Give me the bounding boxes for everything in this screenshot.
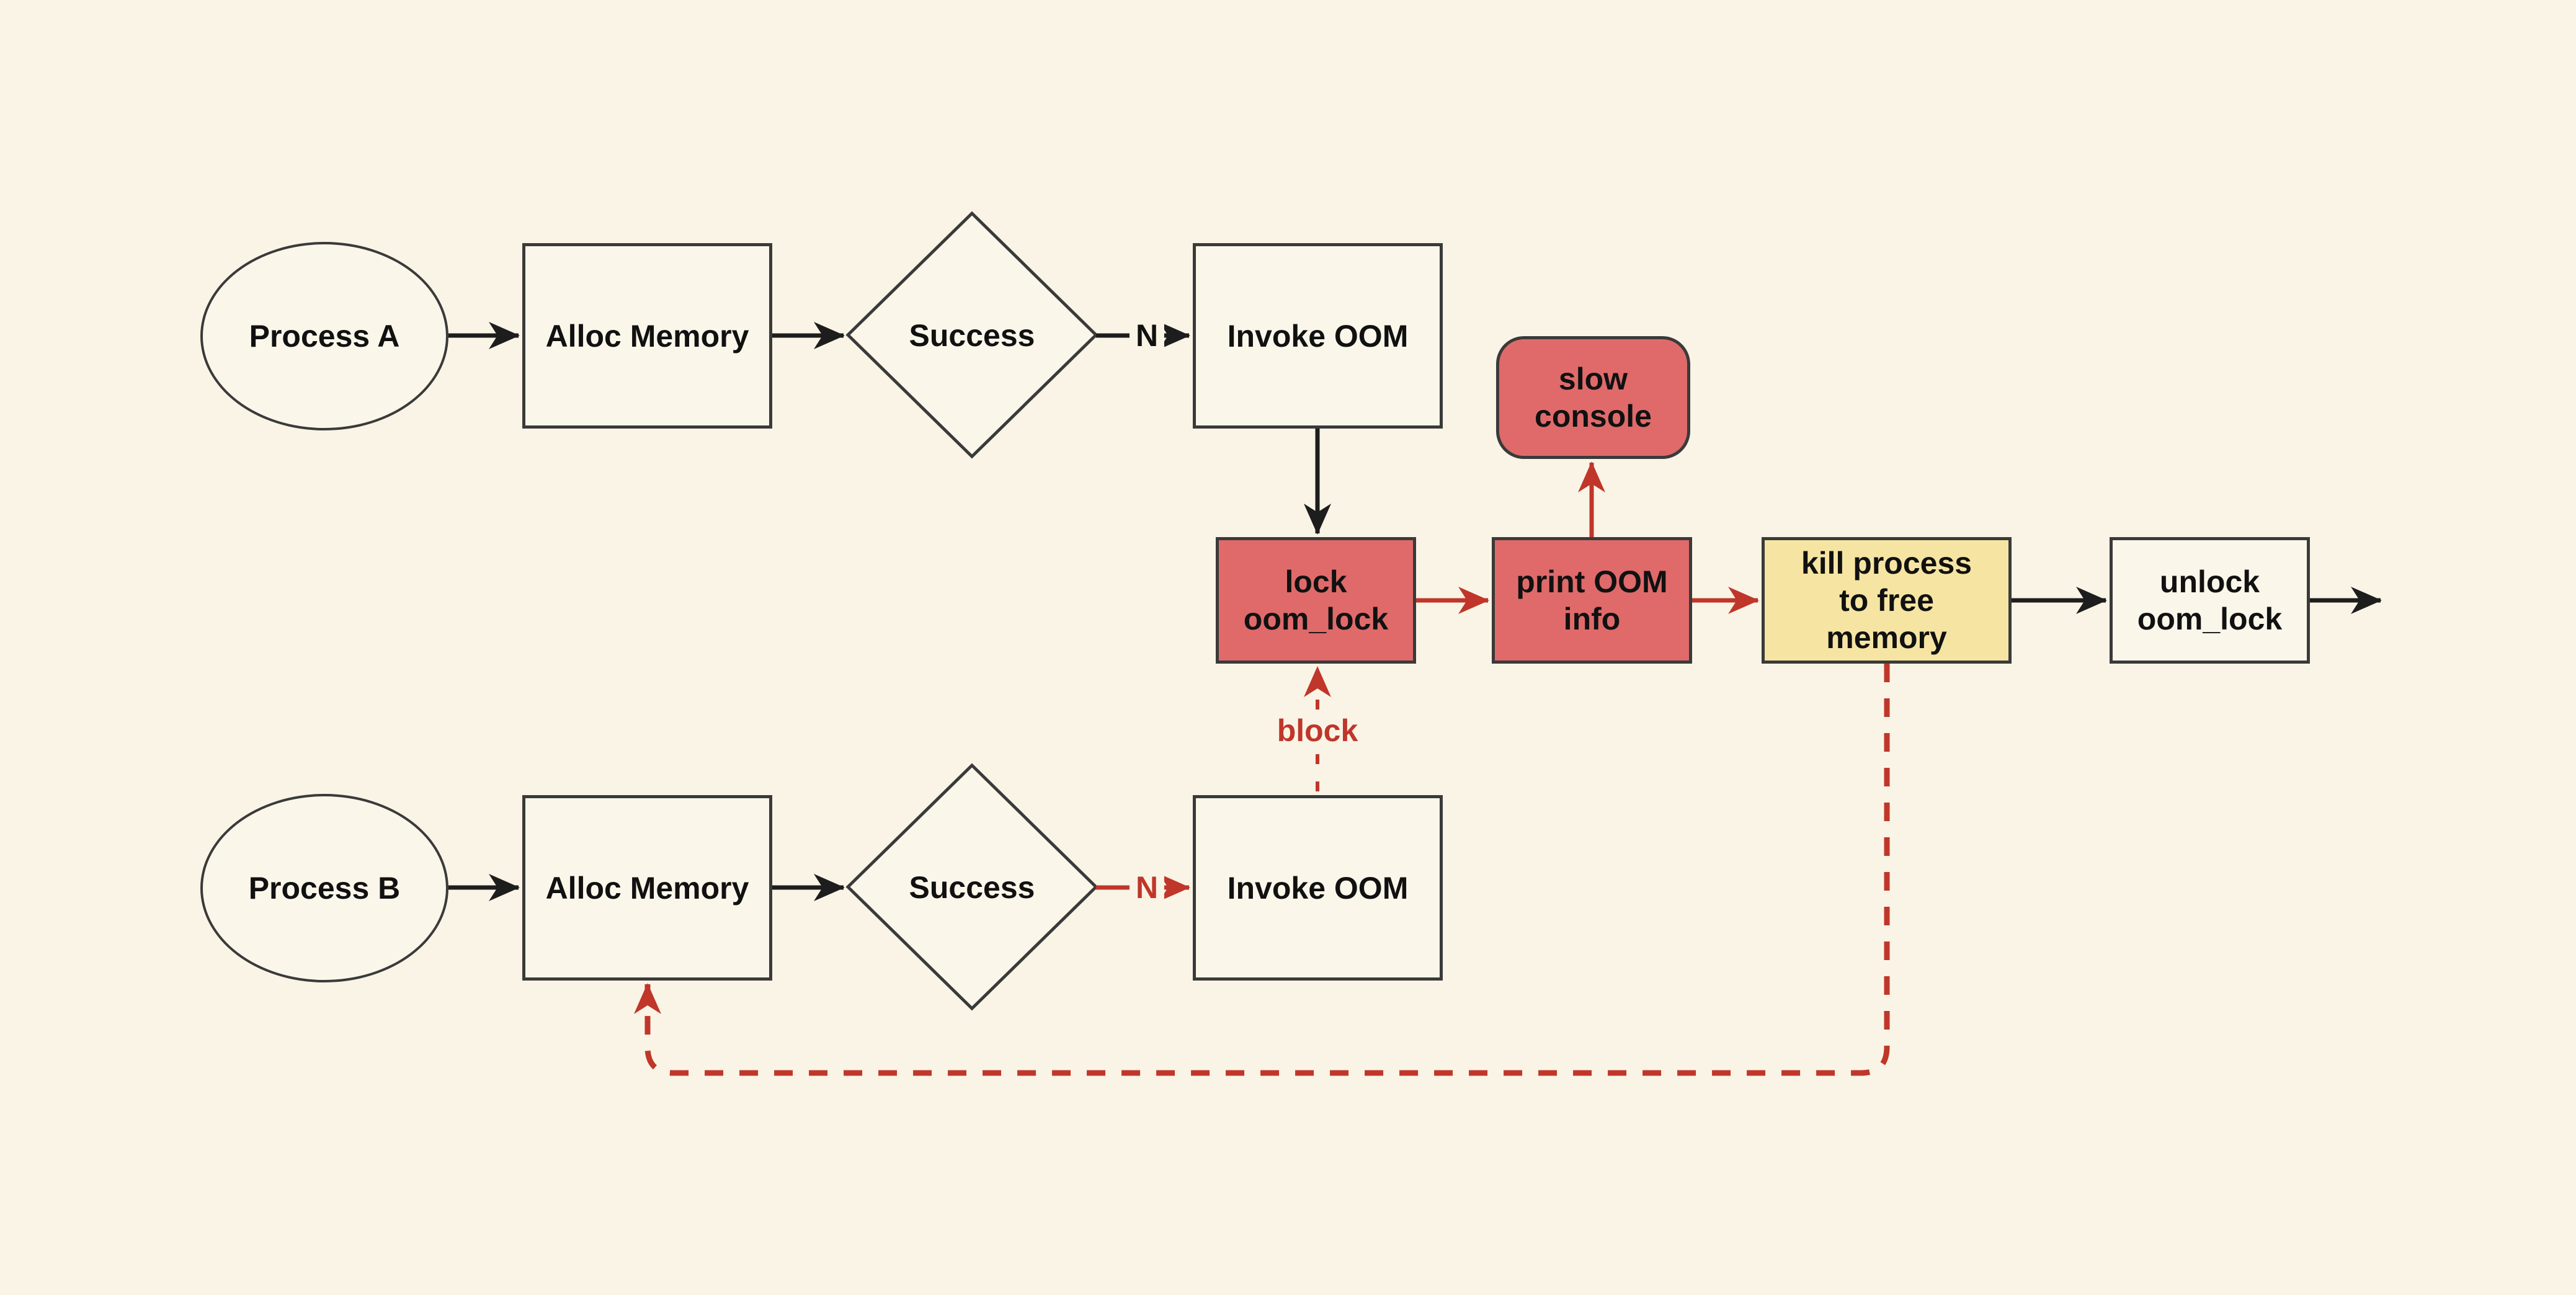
lock-oom-lock-node: lock oom_lock xyxy=(1216,537,1416,664)
success-b-diamond xyxy=(845,763,1099,1011)
alloc-memory-b-node: Alloc Memory xyxy=(522,795,772,981)
no-branch-label-bottom: N xyxy=(1129,870,1165,906)
slow-console-node: slow console xyxy=(1496,336,1690,459)
kill-process-node: kill process to free memory xyxy=(1762,537,2012,664)
unlock-oom-lock-node: unlock oom_lock xyxy=(2110,537,2310,664)
edge-kill-allocb-return xyxy=(634,664,1890,1076)
block-label: block xyxy=(1270,713,1365,749)
success-a-diamond xyxy=(845,211,1099,459)
process-b-node: Process B xyxy=(200,794,448,982)
no-branch-label-top: N xyxy=(1129,318,1165,354)
process-a-node: Process A xyxy=(200,242,448,430)
invoke-oom-b-node: Invoke OOM xyxy=(1193,795,1443,981)
alloc-memory-a-node: Alloc Memory xyxy=(522,243,772,429)
print-oom-info-node: print OOM info xyxy=(1492,537,1692,664)
success-a-label: Success xyxy=(909,318,1035,353)
invoke-oom-a-node: Invoke OOM xyxy=(1193,243,1443,429)
success-b-label: Success xyxy=(909,870,1035,905)
